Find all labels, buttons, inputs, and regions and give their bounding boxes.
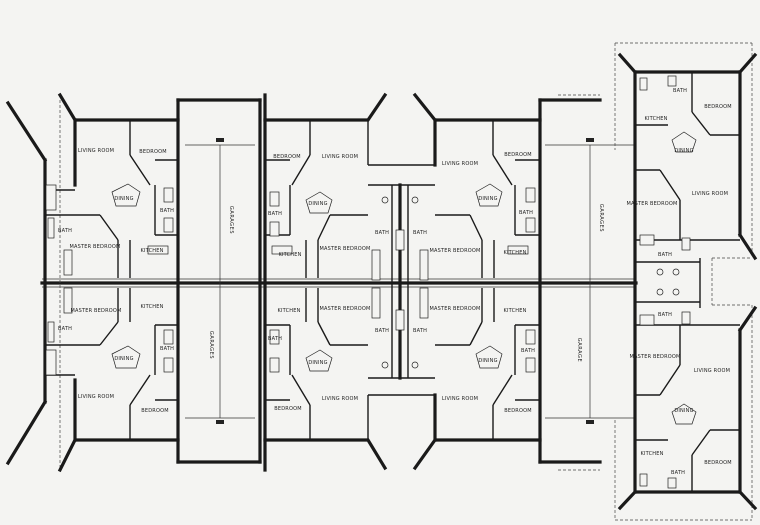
- unit2-top-bedroom-label: BEDROOM: [273, 154, 301, 160]
- garage2-bottom-label: GARAGE: [576, 338, 582, 363]
- unit1-bot-bath2-label: BATH: [160, 346, 174, 352]
- unit1-top-living-room-label: LIVING ROOM: [78, 148, 114, 154]
- left-wing: [5, 100, 61, 468]
- unit3-top-kitchen-label: KITCHEN: [503, 250, 526, 256]
- right-top-dining-label: DINING: [674, 148, 693, 154]
- right-top-master-bedroom-label: MASTER BEDROOM: [626, 201, 677, 207]
- unit3-bot-dining-label: DINING: [478, 358, 497, 364]
- unit3-bot-master-bedroom-label: MASTER BEDROOM: [429, 306, 480, 312]
- right-top-bath2-label: BATH: [658, 252, 672, 258]
- unit2-top-living-room-label: LIVING ROOM: [322, 154, 358, 160]
- center-bath-core: [371, 183, 429, 380]
- unit2-bot-bedroom-label: BEDROOM: [274, 406, 302, 412]
- unit1-bot-bedroom-label: BEDROOM: [141, 408, 169, 414]
- unit2-bot-living-room-label: LIVING ROOM: [322, 396, 358, 402]
- unit1-top-dining-label: DINING: [114, 196, 133, 202]
- right-bot-bath-label: BATH: [658, 312, 672, 318]
- unit-3-top: [412, 92, 542, 282]
- unit-2-top: [263, 92, 435, 282]
- unit1-bot-living-room-label: LIVING ROOM: [78, 394, 114, 400]
- unit3-top-bath-label: BATH: [519, 210, 533, 216]
- unit2-top-bath-label: BATH: [268, 211, 282, 217]
- unit1-top-kitchen-label: KITCHEN: [140, 248, 163, 254]
- unit1-top-bedroom-label: BEDROOM: [139, 149, 167, 155]
- unit1-top-bath2-label: BATH: [58, 228, 72, 234]
- center-top-bath-left-label: BATH: [375, 230, 389, 236]
- unit3-bot-kitchen-label: KITCHEN: [503, 308, 526, 314]
- center-bot-bath-left-label: BATH: [375, 328, 389, 334]
- right-top-bath-label: BATH: [673, 88, 687, 94]
- right-bot-kitchen-label: KITCHEN: [640, 451, 663, 457]
- right-bath-core: [635, 257, 752, 308]
- unit1-bot-dining-label: DINING: [114, 356, 133, 362]
- garage1-top-label: GARAGES: [228, 206, 234, 234]
- unit2-bot-kitchen-label: KITCHEN: [277, 308, 300, 314]
- garage1-bottom-label: GARAGES: [208, 331, 214, 359]
- unit-1-top: [45, 92, 180, 282]
- unit2-bot-master-bedroom-label: MASTER BEDROOM: [319, 306, 370, 312]
- right-top-bedroom-label: BEDROOM: [704, 104, 732, 110]
- garage-block-2: [538, 94, 635, 471]
- unit1-top-master-bedroom-label: MASTER BEDROOM: [69, 244, 120, 250]
- center-top-bath-right-label: BATH: [413, 230, 427, 236]
- unit1-bot-bath-label: BATH: [58, 326, 72, 332]
- right-bot-dining-label: DINING: [674, 408, 693, 414]
- right-unit-bottom: [614, 284, 758, 521]
- unit-1-bottom: [45, 284, 180, 473]
- right-bot-master-bedroom-label: MASTER BEDROOM: [629, 354, 680, 360]
- unit1-bot-kitchen-label: KITCHEN: [140, 304, 163, 310]
- unit2-top-dining-label: DINING: [308, 201, 327, 207]
- unit3-bot-bath-label: BATH: [521, 348, 535, 354]
- unit3-bot-living-room-label: LIVING ROOM: [442, 396, 478, 402]
- center-bot-bath-right-label: BATH: [413, 328, 427, 334]
- unit2-top-master-bedroom-label: MASTER BEDROOM: [319, 246, 370, 252]
- unit3-top-living-room-label: LIVING ROOM: [442, 161, 478, 167]
- unit3-top-dining-label: DINING: [478, 196, 497, 202]
- right-top-living-room-label: LIVING ROOM: [692, 191, 728, 197]
- unit1-top-bath-label: BATH: [160, 208, 174, 214]
- unit1-bot-master-bedroom-label: MASTER BEDROOM: [70, 308, 121, 314]
- unit3-top-bedroom-label: BEDROOM: [504, 152, 532, 158]
- right-unit-top: [614, 42, 758, 282]
- unit2-bot-bath-label: BATH: [268, 336, 282, 342]
- right-bot-bath2-label: BATH: [671, 470, 685, 476]
- unit-2-bottom: [263, 284, 435, 472]
- right-top-kitchen-label: KITCHEN: [644, 116, 667, 122]
- garage-block-1: [176, 98, 262, 464]
- right-bot-bedroom-label: BEDROOM: [704, 460, 732, 466]
- unit2-bot-dining-label: DINING: [308, 360, 327, 366]
- unit3-top-master-bedroom-label: MASTER BEDROOM: [429, 248, 480, 254]
- garage2-top-label: GARAGES: [598, 204, 604, 232]
- unit-3-bottom: [412, 284, 542, 471]
- unit3-bot-bedroom-label: BEDROOM: [504, 408, 532, 414]
- right-bot-living-room-label: LIVING ROOM: [694, 368, 730, 374]
- unit2-top-kitchen-label: KITCHEN: [278, 252, 301, 258]
